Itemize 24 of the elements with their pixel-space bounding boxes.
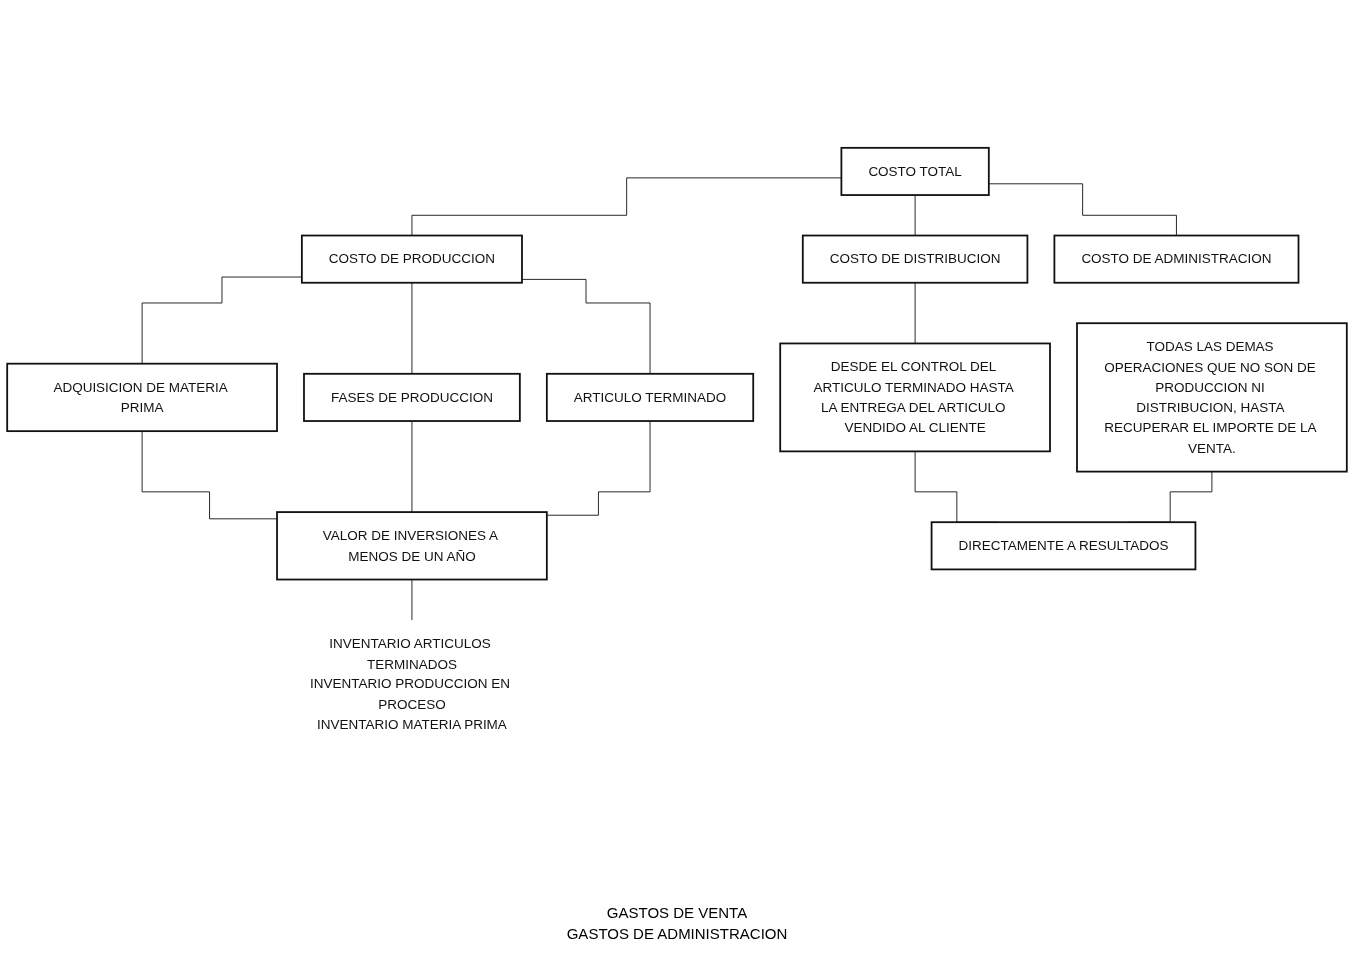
node-box: ADQUISICION DE MATERIA PRIMA [6,362,278,433]
connector [546,420,651,516]
connector [521,278,651,375]
note-text: GASTOS DE VENTA [606,904,748,921]
connector [914,194,916,236]
node-box: DESDE EL CONTROL DEL ARTICULO TERMINADO HASTA LA ENTREGA DEL ARTICULO VENDIDO AL CLIENTE [779,342,1051,453]
node-box: COSTO DE DISTRIBUCION [801,234,1029,284]
node-box: COSTO DE ADMINISTRACION [1053,234,1300,284]
connector [411,282,413,375]
connector [141,430,278,520]
node-box: FASES DE PRODUCCION [303,372,521,422]
connector [411,177,842,236]
node-box: VALOR DE INVERSIONES A MENOS DE UN AÑO [276,511,548,581]
node-box: COSTO DE PRODUCCION [300,234,523,284]
node-box: COSTO TOTAL [840,146,990,196]
connector [914,282,916,344]
node-text: INVENTARIO ARTICULOS TERMINADOS INVENTARIO PRODUCCION EN PROCESO INVENTARIO MATERIA PRIMA [310,635,510,732]
connector [411,420,413,513]
note-text: GASTOS DE ADMINISTRACION [566,925,788,942]
connector [411,579,413,621]
node-box: DIRECTAMENTE A RESULTADOS [930,521,1197,571]
connector [988,183,1177,236]
node-box: ARTICULO TERMINADO [545,372,755,422]
node-box: TODAS LAS DEMAS OPERACIONES QUE NO SON DE PRODUCCION NI DISTRIBUCION, HASTA RECUPERAR EL IMPORTE DE LA VENTA. [1076,322,1348,473]
